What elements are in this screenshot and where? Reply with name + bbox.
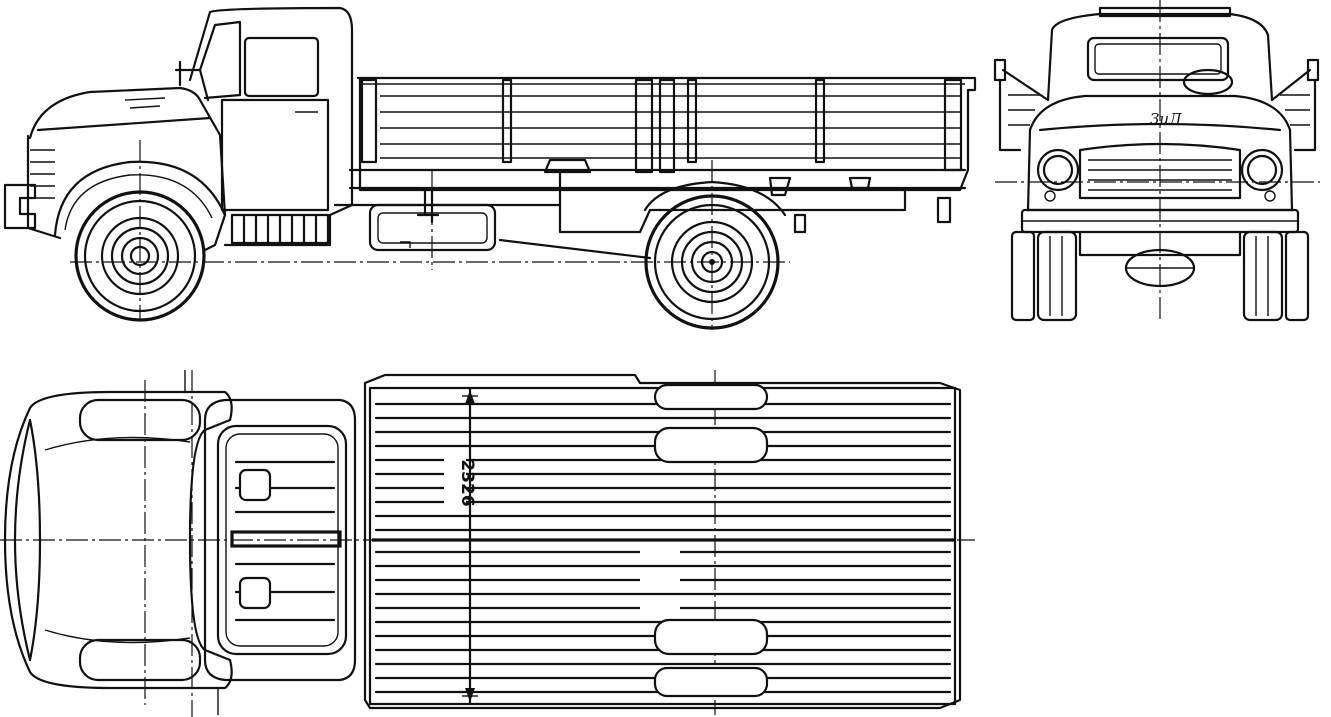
- front-view: ЗиЛ: [993, 0, 1320, 322]
- brand-mark: ЗиЛ: [1150, 110, 1182, 128]
- dimension-label: 2326: [457, 459, 477, 506]
- side-view: [3, 6, 977, 330]
- top-view: 2326: [0, 370, 975, 717]
